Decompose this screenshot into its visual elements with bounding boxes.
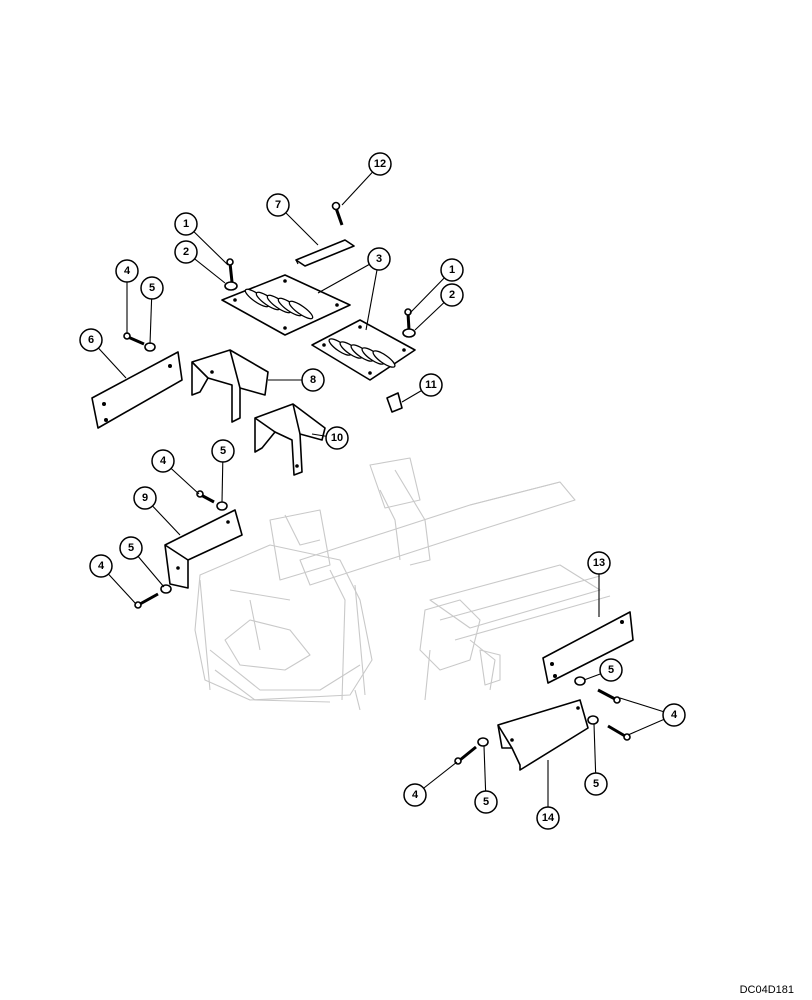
svg-text:11: 11	[425, 379, 437, 391]
callout-5-mid: 5	[211, 439, 235, 463]
bolt-12-part	[331, 201, 344, 226]
svg-text:3: 3	[376, 253, 382, 265]
callout-12: 12	[368, 152, 392, 176]
callout-4-mid: 4	[151, 449, 175, 473]
callout-5-bottom: 5	[474, 790, 498, 814]
svg-text:5: 5	[593, 778, 599, 790]
svg-text:13: 13	[593, 557, 605, 569]
svg-text:9: 9	[142, 492, 148, 504]
bolt-1-lower-part	[402, 308, 416, 338]
callout-13: 13	[587, 551, 611, 575]
bolt-1-upper-part	[224, 258, 238, 291]
svg-text:14: 14	[542, 812, 555, 824]
svg-text:4: 4	[160, 455, 167, 467]
callout-2-upper: 2	[174, 240, 198, 264]
callout-4-bottom: 4	[403, 783, 427, 807]
svg-text:5: 5	[128, 542, 134, 554]
bracket-9-part	[164, 509, 243, 589]
grille-plate-3-lower-part	[311, 319, 416, 381]
callout-7: 7	[266, 193, 290, 217]
strap-plate-7-part	[295, 239, 355, 267]
callout-5-lower-left: 5	[119, 536, 143, 560]
svg-text:2: 2	[183, 246, 189, 258]
svg-text:1: 1	[449, 264, 455, 276]
svg-text:5: 5	[608, 664, 614, 676]
grille-plate-3-upper-part	[221, 274, 351, 336]
callout-11: 11	[419, 373, 443, 397]
callout-2-lower: 2	[440, 283, 464, 307]
svg-text:4: 4	[124, 265, 131, 277]
callout-9: 9	[133, 486, 157, 510]
callout-1-upper: 1	[174, 212, 198, 236]
svg-text:4: 4	[671, 709, 678, 721]
plate-13-part	[542, 611, 634, 684]
svg-text:5: 5	[483, 796, 489, 808]
bolt-4-lower-left-part	[134, 584, 172, 609]
bolt-4-right-upper-part	[574, 676, 621, 704]
bolt-4-mid-part	[196, 490, 228, 511]
callout-4-lower-left: 4	[89, 554, 113, 578]
callout-4-right: 4	[662, 703, 686, 727]
callout-1-lower: 1	[440, 258, 464, 282]
callout-5-top-left: 5	[140, 276, 164, 300]
svg-text:5: 5	[149, 282, 155, 294]
side-plate-6-part	[91, 351, 183, 429]
svg-text:6: 6	[88, 334, 94, 346]
bolt-4-right-lower-part	[587, 715, 631, 741]
svg-text:5: 5	[220, 445, 226, 457]
machine-frame-ghost	[194, 457, 611, 711]
callout-5-right-upper: 5	[599, 658, 623, 682]
drawing-code: DC04D181	[739, 984, 794, 996]
callout-4-top-left: 4	[115, 259, 139, 283]
svg-text:12: 12	[374, 158, 386, 170]
callout-8: 8	[301, 368, 325, 392]
svg-text:4: 4	[98, 560, 105, 572]
bolt-4-bottom-part	[454, 737, 489, 765]
svg-text:7: 7	[275, 199, 281, 211]
bracket-10-part	[254, 403, 326, 476]
plug-11-part	[386, 392, 403, 413]
bracket-14-part	[497, 699, 589, 771]
callout-14: 14	[536, 806, 560, 830]
svg-text:2: 2	[449, 289, 455, 301]
callout-6: 6	[79, 328, 103, 352]
svg-text:4: 4	[412, 789, 419, 801]
svg-text:10: 10	[331, 432, 343, 444]
svg-text:8: 8	[310, 374, 316, 386]
svg-text:1: 1	[183, 218, 189, 230]
callout-5-right-lower: 5	[584, 772, 608, 796]
callout-3: 3	[367, 247, 391, 271]
callout-10: 10	[325, 426, 349, 450]
bracket-8-part	[191, 349, 269, 423]
